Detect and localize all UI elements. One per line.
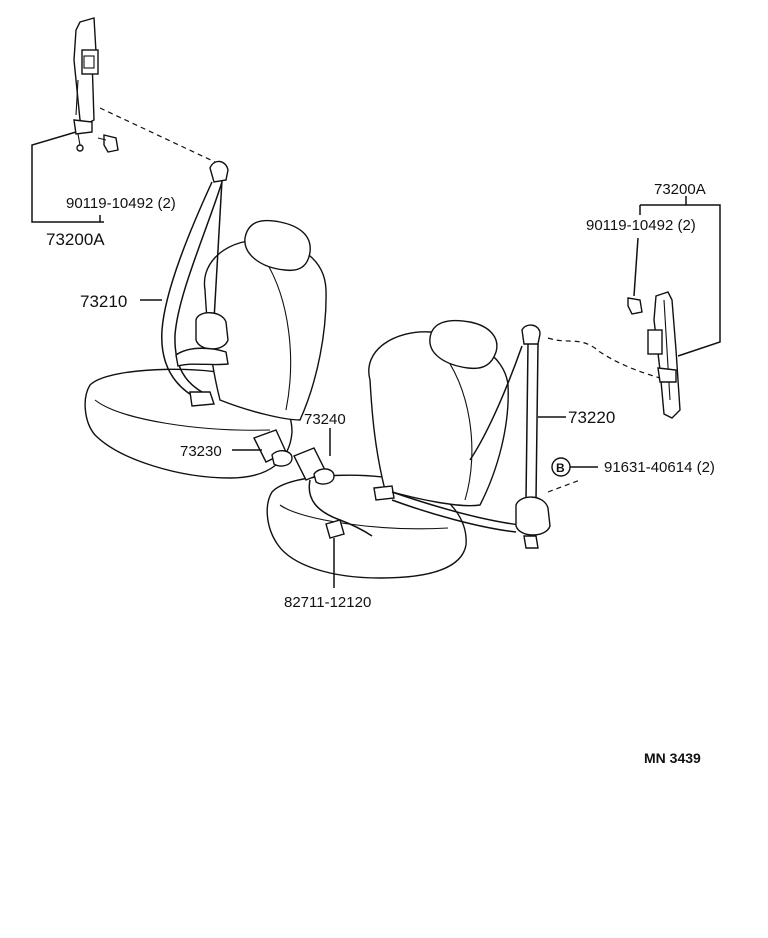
- right-bolt-icon: [627, 297, 643, 315]
- b-marker-letter: B: [556, 461, 565, 475]
- left-buckle: [253, 429, 293, 467]
- left-pillar-bracket: [73, 17, 99, 152]
- left-seat-belt: [161, 160, 229, 407]
- right-buckle-part-number: 73240: [304, 411, 346, 428]
- right-pillar-bracket: [647, 291, 681, 419]
- left-bracket-part-number: 73200A: [46, 230, 105, 249]
- left-bolt-part-number: 90119-10492 (2): [66, 195, 176, 212]
- left-buckle-part-number: 73230: [180, 443, 222, 460]
- figure-code: MN 3439: [644, 750, 701, 766]
- left-seat: [84, 219, 327, 479]
- b-bolt-part-number: 91631-40614 (2): [604, 459, 715, 476]
- right-belt-part-number: 73220: [568, 408, 615, 427]
- right-seat-belt: [373, 324, 551, 549]
- b-marker-circle: [551, 457, 571, 477]
- right-buckle: [293, 447, 373, 539]
- left-bolt-icon: [97, 134, 119, 153]
- right-bolt-part-number: 90119-10492 (2): [586, 217, 696, 234]
- left-belt-part-number: 73210: [80, 292, 127, 311]
- right-seat: [266, 319, 509, 579]
- wire-part-number: 82711-12120: [284, 594, 371, 611]
- right-bracket-part-number: 73200A: [654, 181, 706, 198]
